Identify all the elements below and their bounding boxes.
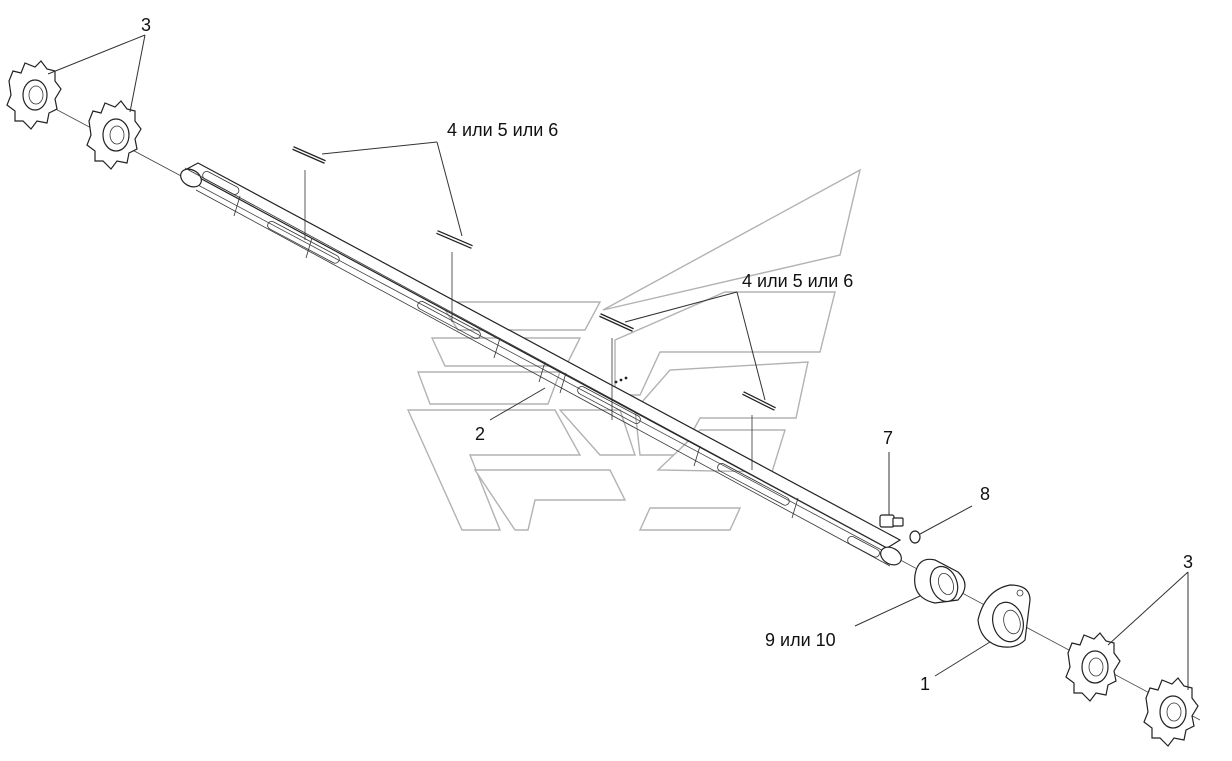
sprocket-bottom-right [1143,677,1199,747]
dot-2 [619,378,623,382]
watermark-s-shape [406,409,582,531]
washer [909,530,921,544]
leader-2 [489,387,546,421]
bearing-housing [977,584,1031,648]
callout-8: 8 [980,484,990,504]
callout-3-top: 3 [141,15,151,35]
pin-upper-1 [292,146,326,164]
callout-3-bottom: 3 [1183,552,1193,572]
watermark-bar-3 [416,371,562,405]
callout-4-5-6-top: 4 или 5 или 6 [447,120,558,140]
watermark-s-lower [473,469,627,531]
shaft [180,162,902,567]
bearing [914,558,966,604]
leader-8 [919,505,973,535]
dot-1 [614,380,618,384]
leader-1 [934,641,991,677]
watermark-stripe-4 [638,507,742,531]
leader-4-mid-b [736,291,766,401]
leader-9-10 [854,595,921,627]
pin-upper-2 [436,230,473,249]
pin-middle-2 [742,391,776,411]
callout-4-5-6-mid: 4 или 5 или 6 [742,271,853,291]
watermark-wing-top [602,168,862,311]
callout-7: 7 [883,428,893,448]
leader-3-top-b [129,34,146,113]
watermark-s-join [558,409,636,456]
leader-3-bottom-a [1107,571,1189,646]
leader-3-top-a [47,34,146,75]
sprocket-bottom-left [1065,632,1121,702]
pin-middle-1 [599,313,634,332]
callout-2: 2 [475,424,485,444]
leader-4-top-a [321,141,438,155]
leader-4-mid-a [624,291,738,323]
sprocket-top-right [86,100,142,170]
bolt [879,514,904,528]
leader-4-top-b [436,141,463,237]
dot-3 [624,376,628,380]
sprocket-top-left [6,60,62,130]
callout-9-10: 9 или 10 [765,630,836,650]
watermark-logo [406,168,862,531]
callout-1: 1 [920,674,930,694]
